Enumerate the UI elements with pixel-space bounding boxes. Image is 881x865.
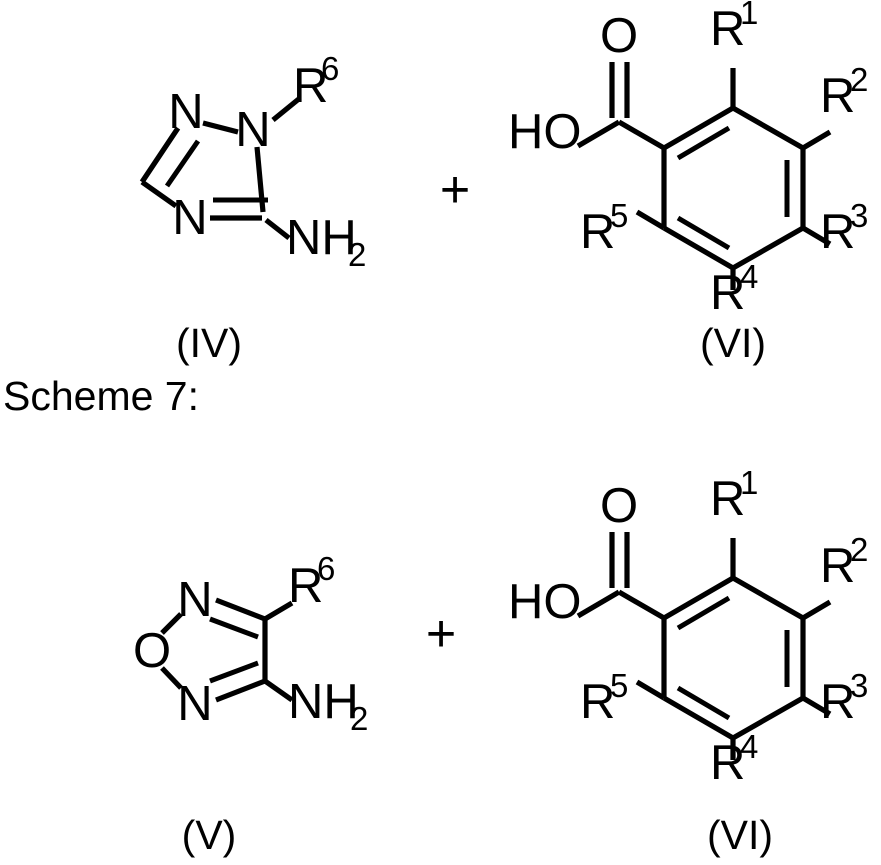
structure-triazole-amine: N N N R 6 NH 2 (IV) [139, 50, 366, 366]
atom-label-n-top-furazan: N [177, 573, 212, 627]
atom-label-nh2-furazan-subscript: 2 [350, 700, 368, 737]
bond-ntop-ctr-inner [209, 616, 259, 640]
scheme-title: Scheme 7: [3, 373, 199, 419]
bond-ring2-c1-c2-inner [676, 595, 731, 631]
atom-label-r5-bottom: R [580, 675, 615, 729]
atom-label-r4-superscript: 4 [740, 258, 758, 295]
atom-label-o-furazan: O [133, 624, 171, 678]
bond-cbr-nh2 [263, 678, 294, 703]
atom-label-n-top-left: N [168, 85, 203, 139]
bond-ring-c1-c2 [662, 105, 735, 151]
atom-label-hydroxyl-bottom: HO [508, 575, 582, 629]
atom-label-nh2-furazan: NH [288, 675, 359, 729]
bond-ring2-c6-r5 [635, 679, 666, 701]
bond-c3-nh2 [264, 217, 291, 241]
caption-structure-iv: (IV) [176, 320, 242, 366]
atom-label-r2-bottom-superscript: 2 [850, 531, 868, 568]
atom-label-r6-furazan: R [288, 559, 323, 613]
bond-n2-r6 [271, 95, 302, 123]
bond-ring-c1-c2-inner [676, 125, 731, 161]
atom-label-r5-superscript: 5 [610, 197, 628, 234]
atom-label-n-bottom-furazan: N [177, 677, 212, 731]
bond-o-ntop [160, 612, 183, 635]
atom-label-r4-bottom-superscript: 4 [740, 728, 758, 765]
atom-label-r5-bottom-superscript: 5 [610, 667, 628, 704]
bond-n2-c3 [254, 146, 266, 213]
bond-carboxyl-hydroxyl [576, 119, 621, 149]
atom-label-hydroxyl: HO [508, 105, 582, 159]
bond-ring2-c4-r3 [801, 695, 832, 717]
structure-furazan-amine: N O N R 6 NH 2 (V) [133, 550, 368, 858]
atom-label-nh2: NH [286, 211, 357, 265]
bond-ring2-c1-c2 [662, 575, 735, 621]
atom-label-r3-bottom-superscript: 3 [850, 667, 868, 704]
atom-label-r2: R [820, 69, 855, 123]
structure-benzoic-acid-top: O HO R 1 R 2 R 3 R 4 R 5 (VI) [508, 0, 868, 366]
bond-c4-r3 [801, 225, 832, 247]
bond-carboxyl2-hydroxyl [576, 589, 621, 619]
bond-n1-c5-inner [164, 139, 201, 188]
bond-ctr-r6 [263, 600, 294, 622]
bond-c6-r5 [635, 209, 666, 231]
plus-operator-bottom: + [426, 605, 456, 663]
bond-ring2-c3-r2 [801, 599, 832, 621]
structure-benzoic-acid-bottom: O HO R 1 R 2 R 3 R 4 R 5 (VI) [508, 464, 868, 858]
atom-label-r1-bottom-superscript: 1 [740, 464, 758, 501]
bond-ring-c4-c5 [731, 225, 805, 271]
bond-c5-n4 [140, 179, 178, 209]
atom-label-r1-superscript: 1 [740, 0, 758, 31]
atom-label-r1-bottom: R [710, 472, 745, 526]
atom-label-nh2-subscript: 2 [348, 236, 366, 273]
atom-label-carbonyl-oxygen: O [600, 9, 638, 63]
atom-label-r4-bottom: R [710, 736, 745, 790]
atom-label-r3-bottom: R [820, 675, 855, 729]
bond-ring-c5-c6-inner [676, 215, 731, 251]
atom-label-r5: R [580, 205, 615, 259]
atom-label-r6-superscript: 6 [321, 50, 339, 87]
caption-structure-v: (V) [182, 812, 237, 858]
atom-label-r6-furazan-superscript: 6 [317, 550, 335, 587]
bond-ntop-ctr [215, 597, 266, 622]
atom-label-r6: R [293, 59, 328, 113]
atom-label-r4: R [710, 266, 745, 320]
atom-label-n-top-right: N [235, 103, 270, 157]
atom-label-r1: R [710, 2, 745, 56]
atom-label-r3: R [820, 205, 855, 259]
atom-label-carbonyl-oxygen-bottom: O [600, 479, 638, 533]
bond-n1-c5 [139, 126, 181, 184]
bond-ring2-c5-c6 [662, 695, 735, 741]
atom-label-r2-superscript: 2 [850, 61, 868, 98]
bond-ring2-c5-c6-inner [676, 685, 731, 721]
bond-ring2-c4-c5 [731, 695, 805, 741]
atom-label-r2-bottom: R [820, 539, 855, 593]
atom-label-r3-superscript: 3 [850, 197, 868, 234]
bond-c1-carboxyl-carbon [617, 119, 666, 151]
plus-operator-top: + [440, 161, 470, 219]
atom-label-n-bottom-left: N [172, 191, 207, 245]
bond-ring2-c2-c3 [731, 575, 805, 621]
bond-ring2-c1-carboxyl [617, 589, 666, 621]
bond-ring-c2-c3 [731, 105, 805, 151]
caption-structure-vi-bottom: (VI) [707, 812, 773, 858]
bond-o-nbottom [160, 666, 183, 690]
bond-n1-n2 [202, 120, 239, 135]
bond-c3-r2 [801, 129, 832, 151]
bond-ring-c5-c6 [662, 225, 735, 271]
bond-nbottom-cbr-inner [209, 660, 259, 684]
bond-nbottom-cbr [215, 678, 266, 703]
caption-structure-vi-top: (VI) [700, 320, 766, 366]
